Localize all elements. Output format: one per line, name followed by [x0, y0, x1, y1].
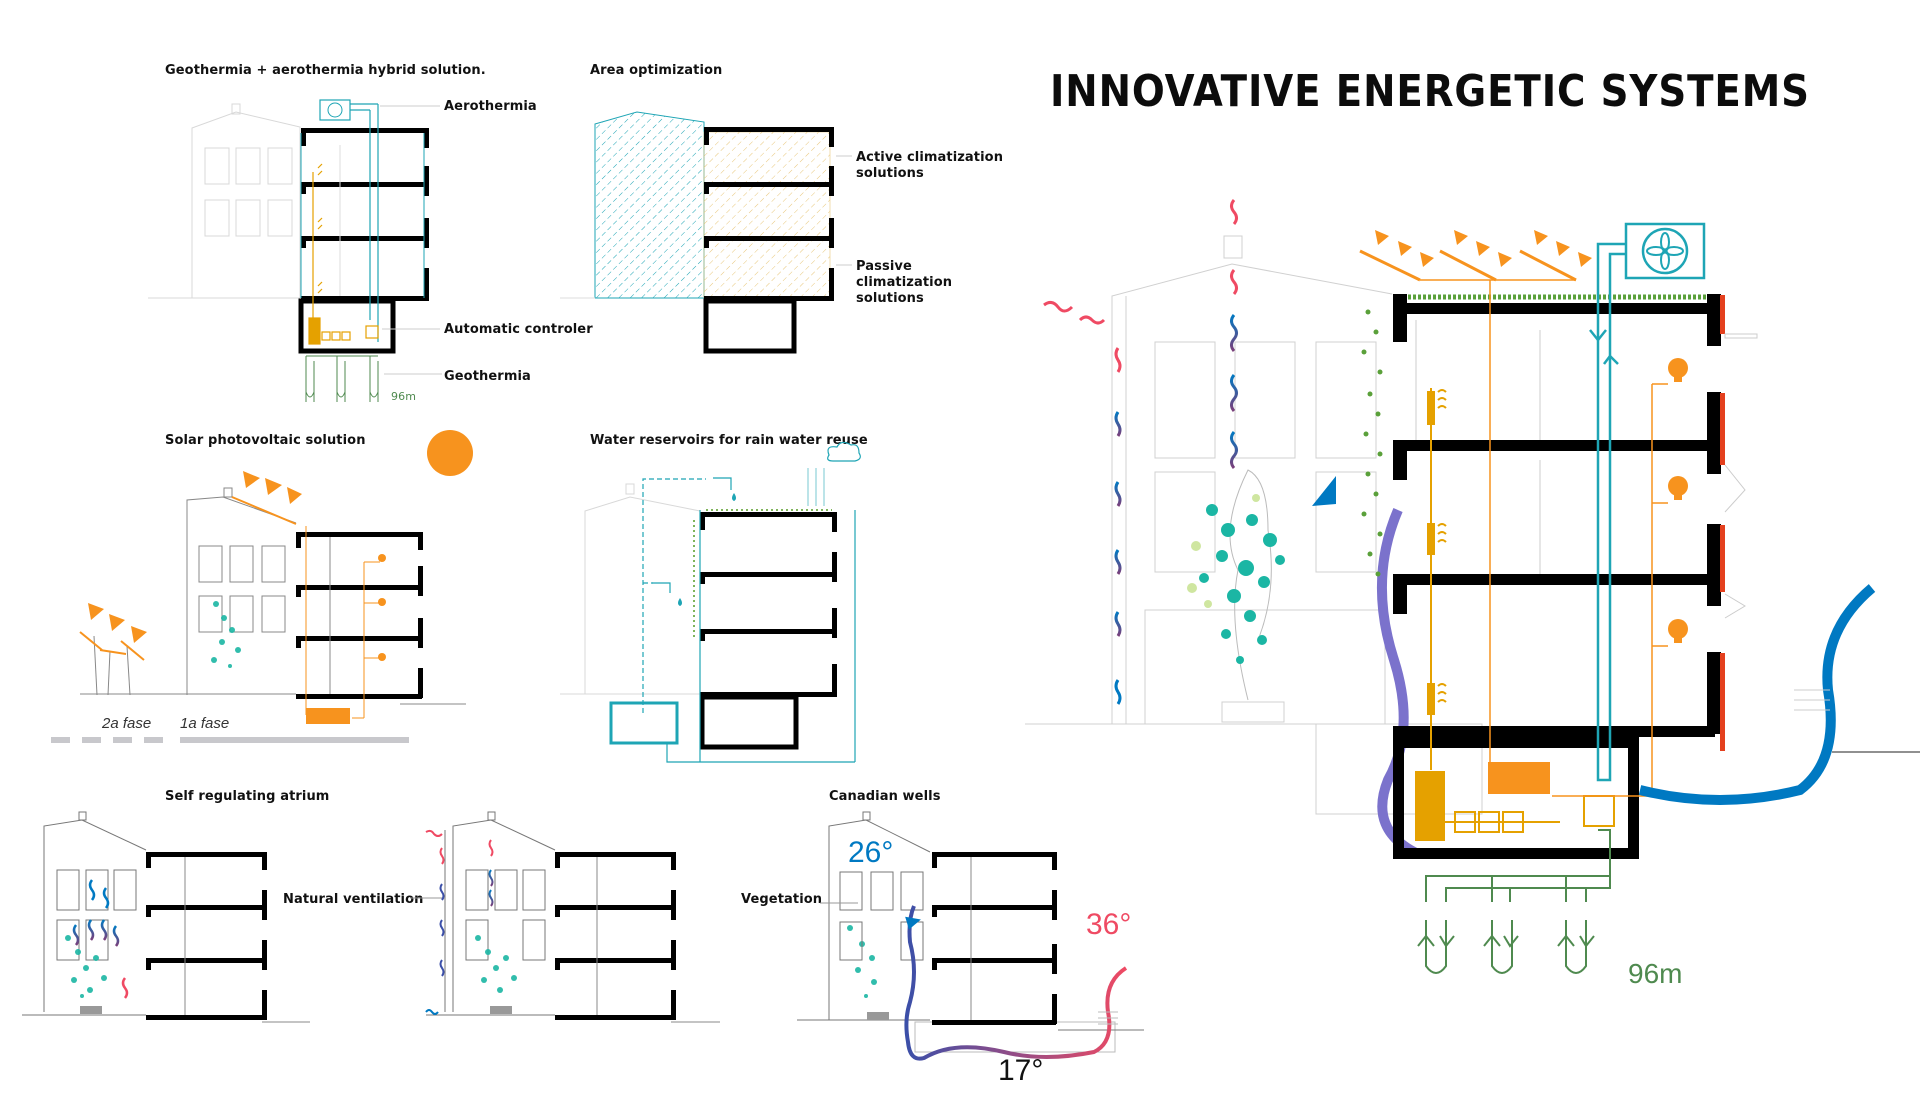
geothermia-wells	[305, 355, 442, 402]
facade-panels	[1720, 295, 1725, 751]
main-diagram	[1025, 199, 1920, 974]
temperature-outdoor: 36°	[1086, 908, 1132, 941]
panel-self-regulating-atrium	[22, 811, 720, 1023]
air-intake-vent-main	[1794, 689, 1830, 711]
facade-windows	[1415, 320, 1758, 619]
callout-active-climatization: Active climatization solutions	[856, 150, 1004, 181]
airflow-arrowhead	[905, 916, 921, 930]
planter	[80, 1006, 102, 1014]
depth-label-main: 96m	[1628, 958, 1683, 989]
heading-canadian-wells: Canadian wells	[829, 789, 941, 804]
callout-geothermia: Geothermia	[444, 369, 531, 384]
geothermia-wells-main	[1417, 829, 1611, 974]
section-building	[298, 128, 429, 354]
planter	[867, 1012, 889, 1020]
supply-air-flow	[1376, 508, 1421, 859]
callout-natural-ventilation: Natural ventilation	[283, 892, 424, 907]
light-bulb-icons-main	[1668, 358, 1688, 643]
canadian-well-flow-main	[1638, 584, 1876, 805]
heading-solar-photovoltaic: Solar photovoltaic solution	[165, 433, 366, 448]
fan-icon	[1641, 227, 1689, 275]
phase-bars	[51, 737, 409, 743]
page-title: INNOVATIVE ENERGETIC SYSTEMS	[1050, 66, 1810, 117]
vegetation-clusters	[65, 601, 877, 998]
phase-label-1a: 1a fase	[180, 715, 230, 732]
air-intake-vent	[1098, 1011, 1118, 1025]
battery-storage-main	[1488, 762, 1550, 794]
main-building-structure	[1393, 294, 1721, 859]
panel-area-optimization	[560, 111, 852, 354]
water-drop-icons	[678, 493, 736, 606]
planter	[490, 1006, 512, 1014]
callout-aerothermia: Aerothermia	[444, 99, 537, 114]
rainwater-piping	[609, 441, 861, 763]
aerothermia-unit-main	[1624, 222, 1706, 280]
aerothermia-piping	[1589, 242, 1626, 782]
callout-passive-climatization: Passive climatization solutions	[856, 259, 953, 306]
green-wall	[1361, 309, 1383, 577]
canadian-well-airflow	[904, 905, 1128, 1061]
temperature-underground: 17°	[998, 1054, 1044, 1087]
panel-water-reservoirs	[560, 441, 861, 763]
callout-leaders	[380, 105, 440, 330]
solar-wiring	[1489, 280, 1668, 797]
callout-vegetation: Vegetation	[741, 892, 823, 907]
panel-canadian-wells	[797, 811, 1144, 1061]
heating-system	[308, 163, 379, 345]
heading-geothermia-aerothermia: Geothermia + aerothermia hybrid solution…	[165, 63, 486, 78]
light-bulb-icons	[378, 554, 386, 661]
sun-icon	[427, 430, 473, 476]
aerothermia-unit	[300, 99, 425, 342]
callout-automatic-controler: Automatic controler	[444, 322, 593, 337]
ventilation-air-arrows	[1043, 199, 1238, 705]
heading-water-reservoirs: Water reservoirs for rain water reuse	[590, 433, 868, 448]
atrium-tree	[1187, 469, 1285, 701]
heating-system-main	[1415, 388, 1615, 841]
roof-solar-panels	[1359, 230, 1592, 282]
atrium-building	[1025, 235, 1483, 815]
depth-label-small: 96m	[391, 390, 417, 403]
panel-geothermia-aerothermia	[148, 99, 442, 402]
air-flow-arrows	[72, 879, 129, 999]
battery-storage	[306, 708, 350, 724]
heading-area-optimization: Area optimization	[590, 63, 723, 78]
ghost-building	[148, 103, 301, 299]
heading-self-regulating-atrium: Self regulating atrium	[165, 789, 330, 804]
phase-label-2a: 2a fase	[102, 715, 152, 732]
panel-solar-photovoltaic	[51, 430, 473, 743]
temperature-indoor: 26°	[848, 836, 894, 869]
supply-air-arrowhead	[1312, 476, 1336, 506]
solar-rays	[88, 471, 302, 643]
